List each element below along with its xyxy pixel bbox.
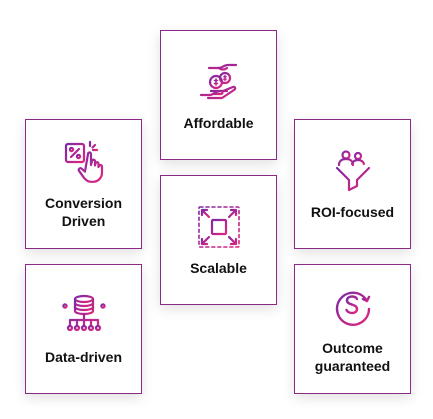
card-label: Outcome guaranteed xyxy=(314,340,391,374)
database-network-icon xyxy=(61,294,106,332)
card-conversion-driven: Conversion Driven xyxy=(25,119,142,249)
card-data-driven: Data-driven xyxy=(25,264,142,394)
hand-coins-icon xyxy=(199,63,237,100)
card-scalable: Scalable xyxy=(160,175,277,305)
card-roi-focused: ROI-focused xyxy=(294,119,411,249)
card-label: Conversion Driven xyxy=(44,195,122,229)
card-label: Affordable xyxy=(183,115,254,131)
dollar-cycle-icon xyxy=(335,291,370,326)
card-label: Data-driven xyxy=(44,349,123,365)
card-label: Scalable xyxy=(190,260,247,276)
expand-arrows-icon xyxy=(197,206,240,248)
funnel-user-icon xyxy=(333,150,372,192)
card-outcome-guaranteed: Outcome guaranteed xyxy=(294,264,411,394)
card-label: ROI-focused xyxy=(310,204,395,220)
card-affordable: Affordable xyxy=(160,30,277,160)
percent-tap-icon xyxy=(64,140,103,183)
